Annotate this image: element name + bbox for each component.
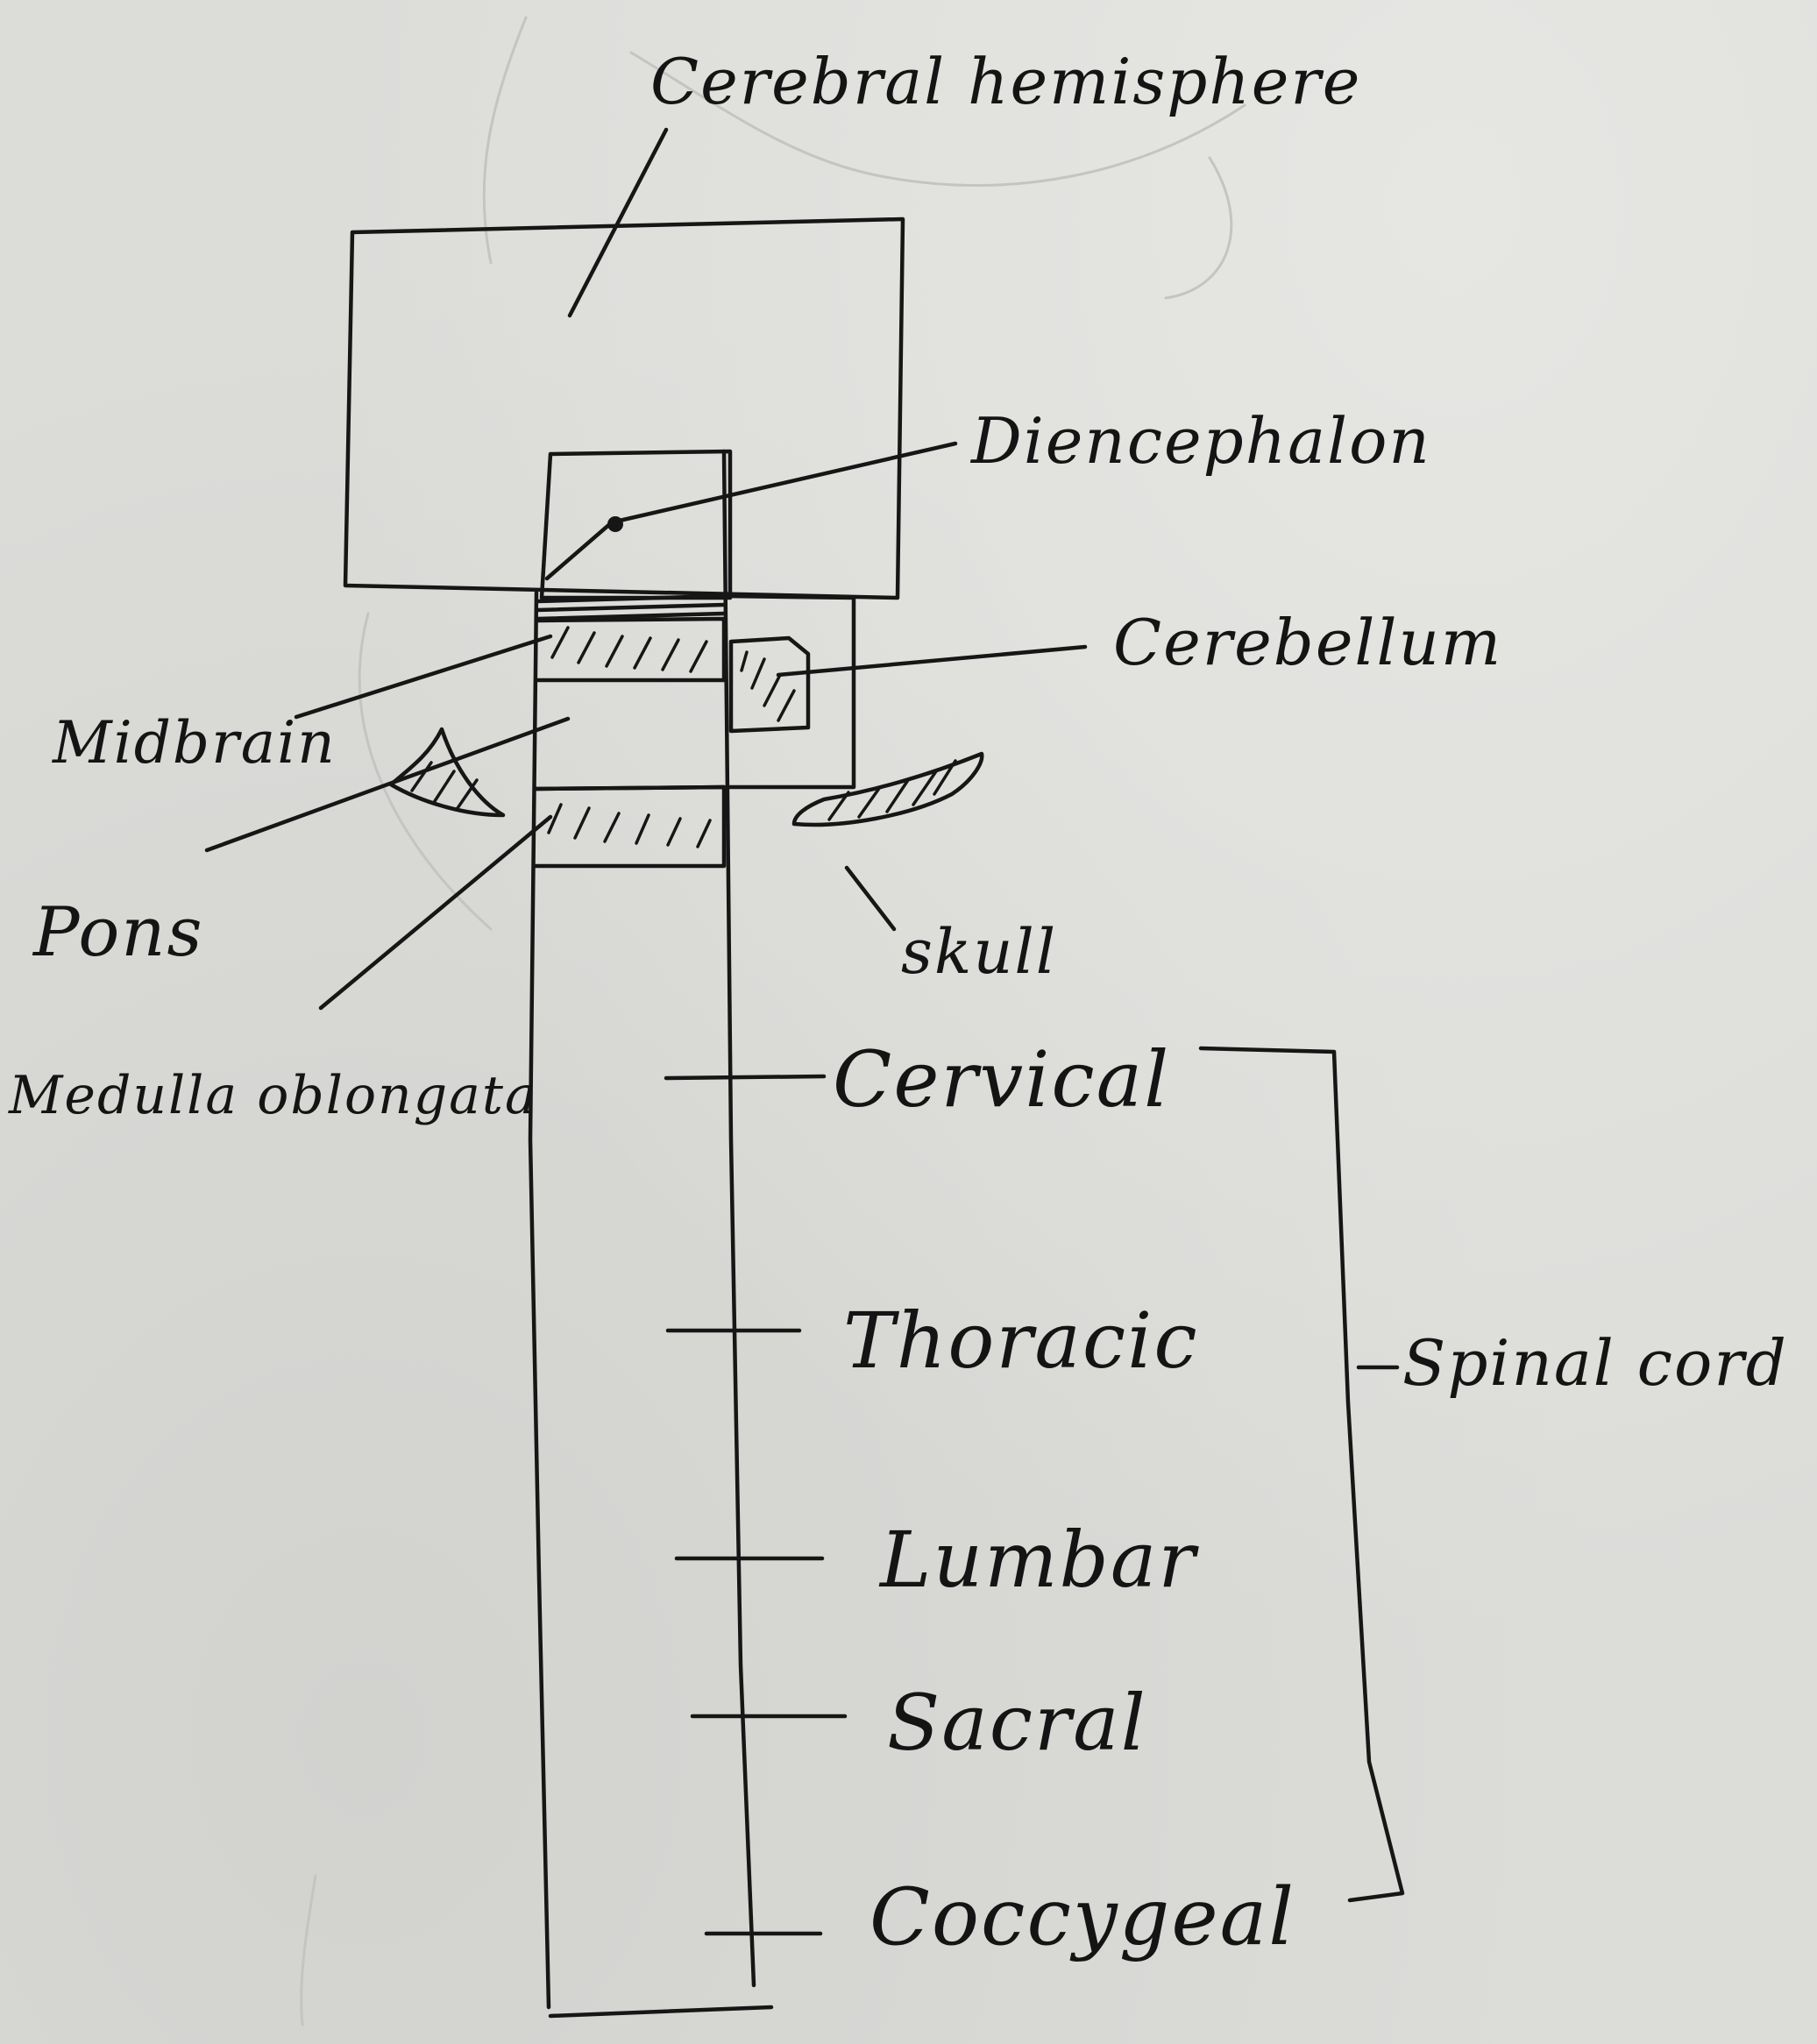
spinal-cord-bracket xyxy=(1198,1046,1405,1903)
spinal-cord-left-edge xyxy=(528,590,551,2010)
skull-right-hatching xyxy=(827,759,957,821)
cerebellum-frame xyxy=(721,593,856,790)
label-cerebellum: Cerebellum xyxy=(1113,606,1502,679)
medulla-band xyxy=(532,784,727,869)
spinal-cord-bottom-edge xyxy=(548,2005,774,2019)
midbrain-hatching xyxy=(550,626,708,673)
skull-left-hatching xyxy=(410,761,479,810)
label-cervical: Cervical xyxy=(833,1034,1170,1125)
leader-skull xyxy=(844,865,897,932)
leader-pons xyxy=(204,716,571,853)
leader-cerebral-hemisphere xyxy=(567,127,669,318)
diencephalon-dot xyxy=(607,516,623,532)
leader-midbrain xyxy=(294,634,553,720)
cerebellum-hatching xyxy=(740,650,796,722)
label-spinal-cord: Spinal cord xyxy=(1402,1326,1788,1400)
spinal-cord-right-edge xyxy=(721,449,756,1988)
cerebral-hemisphere-box xyxy=(343,216,905,600)
cerebellum-shape xyxy=(728,635,811,734)
tick-cervical xyxy=(664,1074,827,1081)
label-thoracic: Thoracic xyxy=(843,1295,1199,1386)
label-lumbar: Lumbar xyxy=(878,1515,1199,1605)
medulla-hatching xyxy=(547,803,712,848)
skull-right xyxy=(791,751,984,827)
leader-medulla-oblongata xyxy=(318,814,553,1011)
diencephalon-bar xyxy=(535,593,727,621)
midbrain-band xyxy=(534,616,727,683)
label-diencephalon: Diencephalon xyxy=(969,404,1431,478)
label-medulla-oblongata: Medulla oblongata xyxy=(8,1065,538,1126)
label-skull: skull xyxy=(901,916,1057,988)
leader-diencephalon xyxy=(544,441,958,581)
label-pons: Pons xyxy=(32,893,204,972)
label-coccygeal: Coccygeal xyxy=(869,1871,1295,1963)
diencephalon-box xyxy=(539,449,733,600)
skull-left xyxy=(388,727,506,818)
label-midbrain: Midbrain xyxy=(52,709,337,777)
leader-cerebellum xyxy=(776,644,1088,678)
label-cerebral-hemisphere: Cerebral hemisphere xyxy=(650,45,1361,118)
label-sacral: Sacral xyxy=(887,1678,1147,1768)
